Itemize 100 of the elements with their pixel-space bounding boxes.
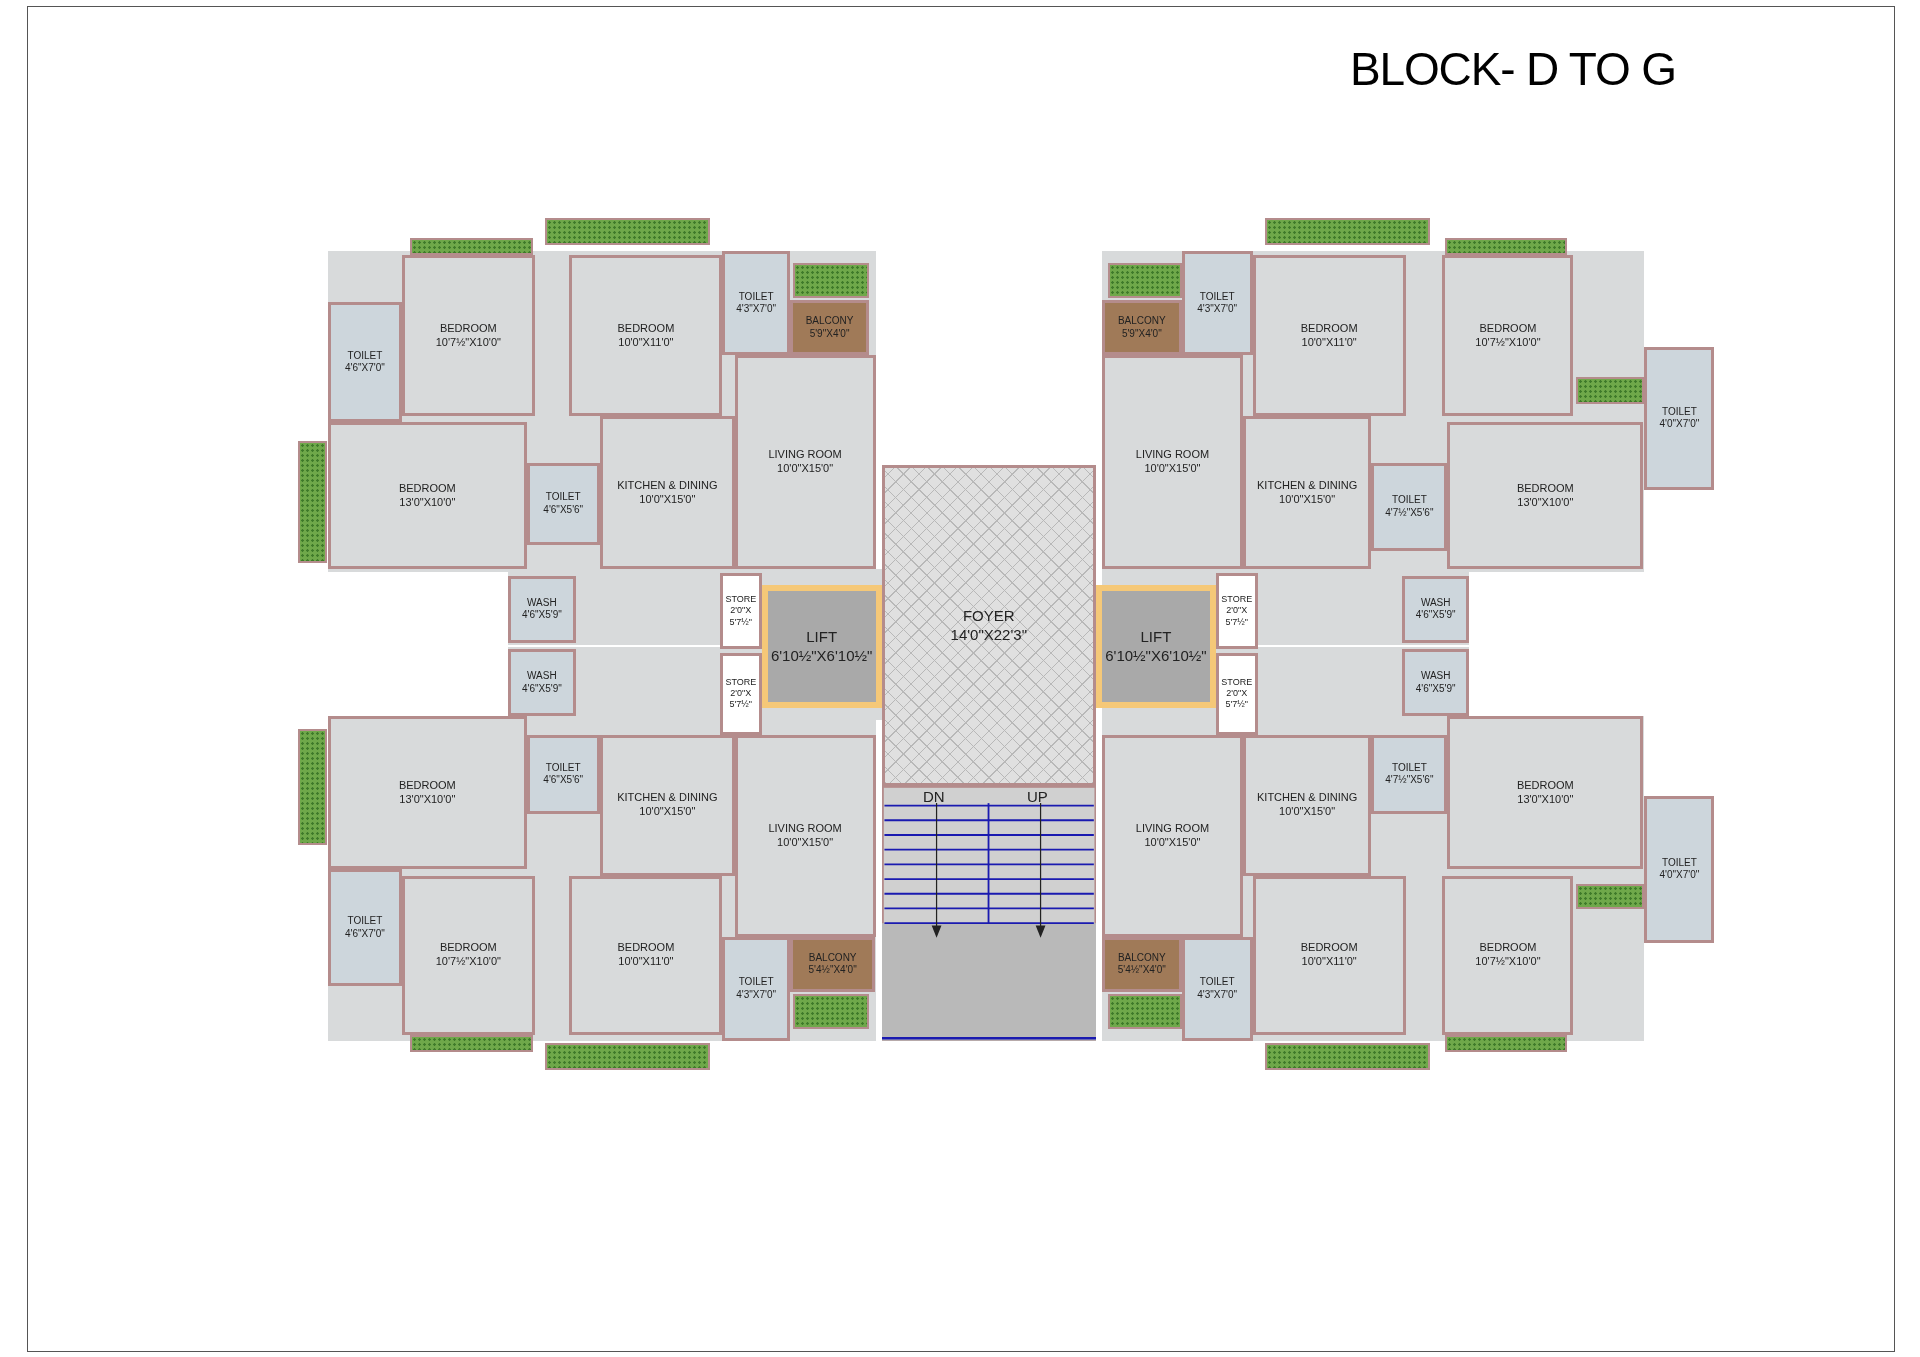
toilet-room: [526, 462, 600, 545]
room-name: BEDROOM: [1478, 941, 1538, 956]
room-name: BEDROOM: [1478, 321, 1538, 336]
room-name: TOILET: [544, 491, 582, 504]
room-name: KITCHEN & DINING: [616, 479, 719, 493]
room-dimensions: 2'0"X 5'7½": [1224, 605, 1249, 628]
room-name: TOILET: [346, 915, 384, 928]
room-dimensions: 10'7½"X10'0": [434, 335, 502, 350]
room-dimensions: 4'7½"X5'6": [1384, 506, 1435, 520]
bedroom-room: [328, 716, 527, 870]
room-name: WASH: [1419, 670, 1452, 683]
balcony-area: [1102, 936, 1182, 992]
room-dimensions: 10'0"X11'0": [617, 955, 675, 969]
room-name: BEDROOM: [616, 941, 676, 956]
room-dimensions: 4'6"X5'9": [1414, 609, 1457, 622]
room-name: TOILET: [1390, 494, 1428, 507]
room-name: WASH: [526, 670, 558, 683]
room-name: TOILET: [1198, 976, 1236, 989]
living-room: [734, 734, 876, 937]
room-name: BEDROOM: [438, 941, 498, 956]
stair-direction-label: DN: [922, 788, 945, 804]
toilet-room: [526, 734, 600, 815]
wash-area: [1402, 575, 1470, 643]
toilet-room: [1371, 462, 1448, 551]
lift-shaft: [761, 585, 882, 708]
room-name: LIVING ROOM: [767, 821, 843, 836]
wash-area: [1402, 648, 1470, 717]
store-room: [720, 652, 762, 735]
room-name: BEDROOM: [1515, 779, 1575, 793]
room-dimensions: 13'0"X10'0": [398, 792, 457, 807]
room-name: WASH: [526, 596, 558, 610]
room-name: KITCHEN & DINING: [1256, 479, 1359, 493]
room-name: LIVING ROOM: [1134, 448, 1211, 463]
bedroom-room: [1252, 254, 1406, 417]
room-dimensions: 2'0"X 5'7½": [728, 688, 754, 711]
room-dimensions: 10'0"X15'0": [1143, 835, 1202, 850]
balcony-area: [789, 936, 876, 992]
room-dimensions: 4'3"X7'0": [1196, 988, 1239, 1002]
room-dimensions: 4'3"X7'0": [735, 988, 778, 1002]
room-dimensions: 10'0"X15'0": [638, 805, 697, 819]
balcony-area: [1102, 300, 1182, 356]
toilet-room: [328, 869, 402, 986]
room-dimensions: 4'7½"X5'6": [1384, 774, 1435, 787]
kitchen-dining-room: [1242, 416, 1372, 570]
room-dimensions: 10'0"X11'0": [1300, 955, 1358, 969]
wash-area: [508, 575, 576, 643]
room-dimensions: 10'0"X11'0": [1300, 335, 1358, 350]
bedroom-room: [401, 254, 536, 417]
room-dimensions: 4'6"X5'6": [542, 774, 585, 787]
room-dimensions: 4'3"X7'0": [735, 303, 778, 316]
room-dimensions: 10'7½"X10'0": [1474, 955, 1542, 969]
room-name: WASH: [1419, 596, 1452, 610]
stair-direction-label: UP: [1027, 788, 1048, 804]
room-name: BEDROOM: [616, 321, 676, 336]
room-name: TOILET: [1198, 290, 1236, 304]
toilet-room: [722, 936, 790, 1041]
room-name: BEDROOM: [397, 779, 457, 793]
room-name: BEDROOM: [397, 482, 457, 496]
room-name: STORE: [724, 676, 758, 689]
room-name: BALCONY: [807, 951, 858, 965]
toilet-room: [1644, 795, 1715, 943]
room-dimensions: 10'7½"X10'0": [1474, 335, 1542, 350]
room-name: TOILET: [737, 290, 775, 304]
room-name: LIFT: [1139, 627, 1173, 647]
bedroom-room: [1447, 422, 1644, 570]
room-name: LIFT: [805, 627, 839, 647]
toilet-room: [1181, 936, 1253, 1041]
room-dimensions: 4'0"X7'0": [1658, 869, 1701, 882]
room-dimensions: 2'0"X 5'7½": [1224, 688, 1249, 711]
room-name: FOYER: [961, 606, 1016, 626]
lift-shaft: [1095, 585, 1216, 708]
room-dimensions: 14'0"X22'3": [949, 625, 1028, 645]
room-name: STORE: [724, 594, 758, 606]
living-room: [734, 355, 876, 570]
toilet-room: [1181, 251, 1253, 356]
room-name: BEDROOM: [1299, 321, 1359, 336]
room-dimensions: 4'6"X5'9": [520, 609, 563, 622]
room-name: KITCHEN & DINING: [616, 791, 719, 806]
bedroom-room: [1442, 254, 1574, 417]
bedroom-room: [1442, 875, 1574, 1035]
room-dimensions: 2'0"X 5'7½": [728, 605, 754, 628]
room-name: KITCHEN & DINING: [1256, 791, 1359, 806]
room-name: TOILET: [1660, 405, 1698, 419]
room-name: TOILET: [1390, 761, 1428, 775]
toilet-room: [722, 251, 790, 356]
room-name: BALCONY: [1116, 951, 1167, 965]
room-name: LIVING ROOM: [1134, 821, 1211, 836]
room-dimensions: 13'0"X10'0": [398, 495, 457, 510]
room-dimensions: 10'7½"X10'0": [434, 955, 502, 969]
room-name: TOILET: [544, 761, 582, 775]
room-name: BEDROOM: [438, 321, 498, 336]
bedroom-room: [401, 875, 536, 1035]
foyer-area: [881, 465, 1096, 787]
room-dimensions: 4'3"X7'0": [1196, 303, 1239, 316]
room-name: BEDROOM: [1299, 941, 1359, 956]
store-room: [720, 573, 762, 649]
room-dimensions: 10'0"X15'0": [1143, 462, 1202, 476]
room-dimensions: 6'10½"X6'10½": [769, 646, 874, 666]
toilet-room: [1644, 346, 1715, 490]
room-dimensions: 5'4½"X4'0": [1116, 964, 1167, 977]
